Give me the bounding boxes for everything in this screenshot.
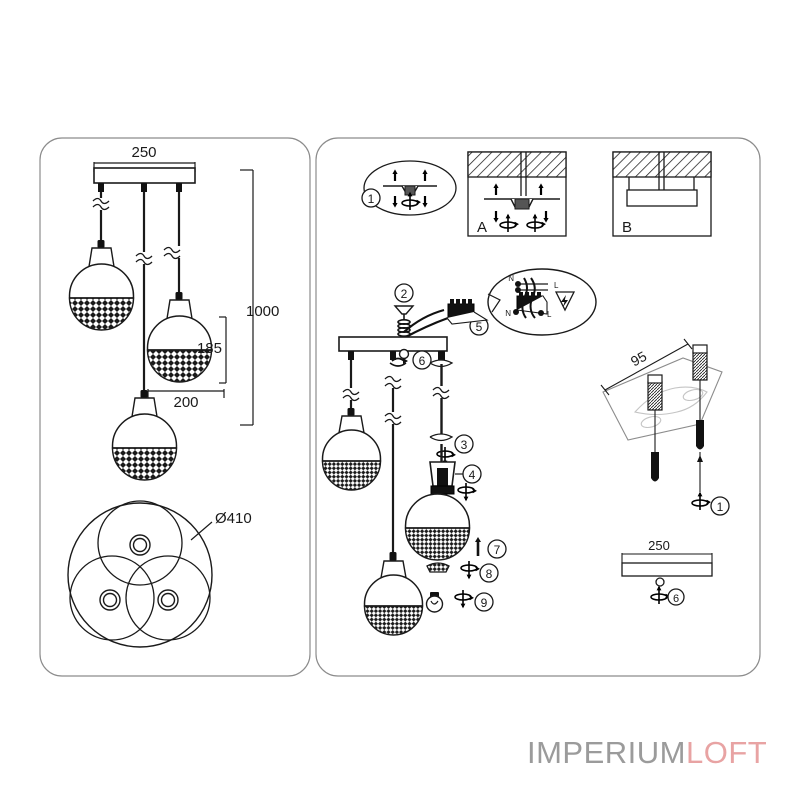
terminal-block: [446, 299, 489, 325]
callout-1-circle: [361, 188, 381, 208]
canopy-bar: [93, 167, 196, 184]
callout-7-label: 7: [494, 543, 501, 557]
plan-shade-top: [97, 500, 183, 586]
dim-250: 250: [93, 144, 196, 172]
wall-plug-right: [692, 344, 708, 492]
dim-1000-label: 1000: [246, 303, 279, 320]
brand-logo-loft: LOFT: [686, 735, 768, 770]
plan-shade-right: [125, 555, 211, 641]
dim-95-label: 95: [628, 348, 650, 370]
wiring-n-bottom-label: N: [505, 309, 511, 318]
callout-1-detail-label: 1: [368, 192, 375, 206]
mounting-bracket-detail: 95 1: [600, 338, 730, 516]
dim-410-label: Ø410: [215, 510, 252, 527]
dim-185-label: 185: [197, 340, 222, 357]
dim-200: 200: [147, 389, 225, 411]
pendant-left: [68, 192, 135, 331]
bracket-plate-outline: [602, 357, 723, 441]
pendant-middle: [111, 192, 178, 481]
callout-6-label: 6: [419, 354, 426, 368]
anchor-detail-bubble: 1: [361, 160, 457, 216]
plan-shade-left: [69, 555, 155, 641]
wiring-l-bottom-label: L: [547, 310, 552, 319]
canopy-plate-detail: 250 6: [621, 538, 713, 606]
dim-410-leader: [190, 521, 213, 541]
exploded-assembly-view: 2 6: [321, 283, 507, 636]
wall-plug-left: [647, 374, 663, 482]
dim-250-right-label: 250: [648, 538, 670, 553]
diffuser-disc: 8: [426, 560, 499, 583]
lampholder: 4: [429, 461, 482, 503]
dim-185: 185: [197, 316, 227, 384]
callout-5-label: 5: [476, 320, 483, 334]
callout-4-label: 4: [469, 468, 476, 482]
callout-2-label: 2: [401, 287, 408, 301]
callout-1-anchor-label: 1: [717, 500, 724, 514]
product-elevation-view: 250: [68, 144, 279, 481]
section-a-label: A: [477, 219, 487, 236]
ceiling-section-a: A: [467, 151, 567, 237]
exploded-canopy-bar: [338, 336, 448, 352]
section-b-label: B: [622, 219, 632, 236]
assembly-pendant-left: [321, 351, 382, 491]
canopy-nut: 6: [389, 350, 432, 370]
dim-95: 95: [600, 338, 693, 396]
ceiling-section-b: B: [612, 151, 712, 237]
dim-1000: 1000: [240, 169, 279, 426]
dim-250-label: 250: [131, 144, 156, 161]
dim-200-label: 200: [173, 394, 198, 411]
wiring-n-top-label: N: [508, 274, 514, 283]
lightning-bolt-icon: [561, 295, 568, 307]
pendant-right: [146, 192, 213, 383]
brand-logo-imperium: IMPERIUM: [527, 735, 686, 770]
callout-9-label: 9: [481, 596, 488, 610]
wiring-detail-bubble: N L N L 5: [469, 268, 597, 336]
assembly-pendant-right: 3 4: [404, 351, 482, 561]
callout-3-label: 3: [461, 438, 468, 452]
canopy-plate-bar: [621, 562, 713, 577]
wiring-l-top-label: L: [554, 281, 559, 290]
assembly-pendant-middle: [363, 351, 424, 636]
plan-outer-circle: [67, 502, 213, 648]
bulb: 9: [425, 589, 494, 613]
dim-250-right: 250: [621, 538, 713, 563]
brand-logo: IMPERIUMLOFT: [527, 735, 767, 771]
left-panel: 250: [39, 137, 311, 677]
shade-set-screw: 7: [475, 537, 507, 559]
callout-6-canopy-label: 6: [673, 593, 679, 605]
callout-8-label: 8: [486, 567, 493, 581]
product-plan-view: Ø410: [67, 500, 252, 648]
right-panel: 1 A B: [315, 137, 761, 677]
